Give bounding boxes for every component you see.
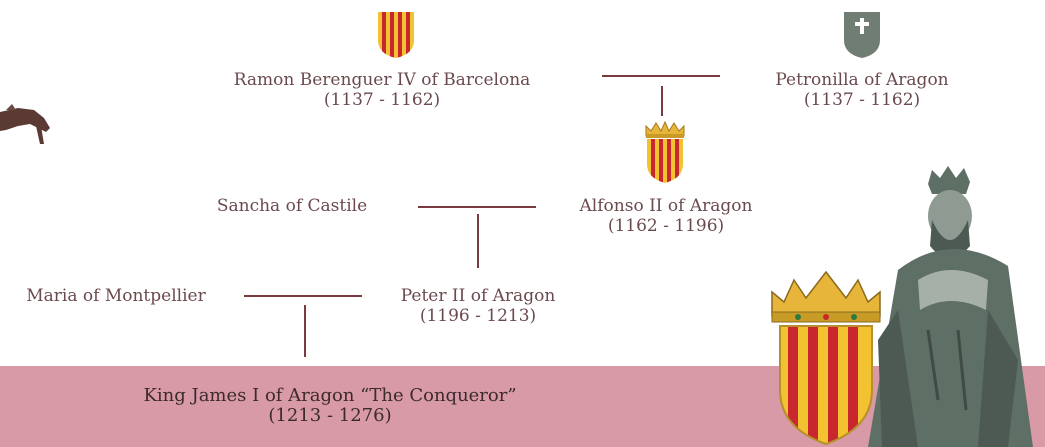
crowned-aragon-shield-icon [645, 120, 685, 183]
person-name: Peter II of Aragon [400, 286, 556, 306]
aragon-stripes-shield-icon [378, 12, 414, 58]
person-name: Sancha of Castile [216, 196, 368, 216]
person-petronilla: Petronilla of Aragon (1137 - 1162) [752, 70, 972, 110]
person-years: (1196 - 1213) [419, 306, 537, 326]
king-years: (1213 - 1276) [268, 405, 392, 426]
king-name: King James I of Aragon “The Conqueror” [143, 385, 517, 406]
gray-cross-shield-icon [844, 12, 880, 58]
dog-illustration [0, 104, 50, 144]
person-maria-of-montpellier: Maria of Montpellier [0, 286, 232, 306]
person-alfonso-ii: Alfonso II of Aragon (1162 - 1196) [556, 196, 776, 236]
person-name: Ramon Berenguer IV of Barcelona [233, 70, 531, 90]
king-illustration [868, 166, 1033, 447]
maria-peter-descent-line [304, 305, 306, 357]
person-ramon-berenguer-iv: Ramon Berenguer IV of Barcelona (1137 - … [222, 70, 542, 110]
sancha-alfonso-descent-line [477, 214, 479, 268]
large-crowned-aragon-shield-icon [771, 270, 881, 446]
ramon-petronilla-descent-line [661, 86, 663, 116]
person-peter-ii: Peter II of Aragon (1196 - 1213) [378, 286, 578, 326]
maria-peter-marriage-line [244, 295, 362, 297]
person-name: Maria of Montpellier [26, 286, 206, 306]
ramon-petronilla-marriage-line [602, 75, 720, 77]
person-years: (1162 - 1196) [607, 216, 725, 236]
person-years: (1137 - 1162) [803, 90, 921, 110]
king-james-i-label: King James I of Aragon “The Conqueror” (… [90, 386, 570, 426]
sancha-alfonso-marriage-line [418, 206, 536, 208]
person-years: (1137 - 1162) [323, 90, 441, 110]
person-name: Alfonso II of Aragon [579, 196, 753, 216]
person-name: Petronilla of Aragon [775, 70, 949, 90]
person-sancha-of-castile: Sancha of Castile [198, 196, 386, 216]
